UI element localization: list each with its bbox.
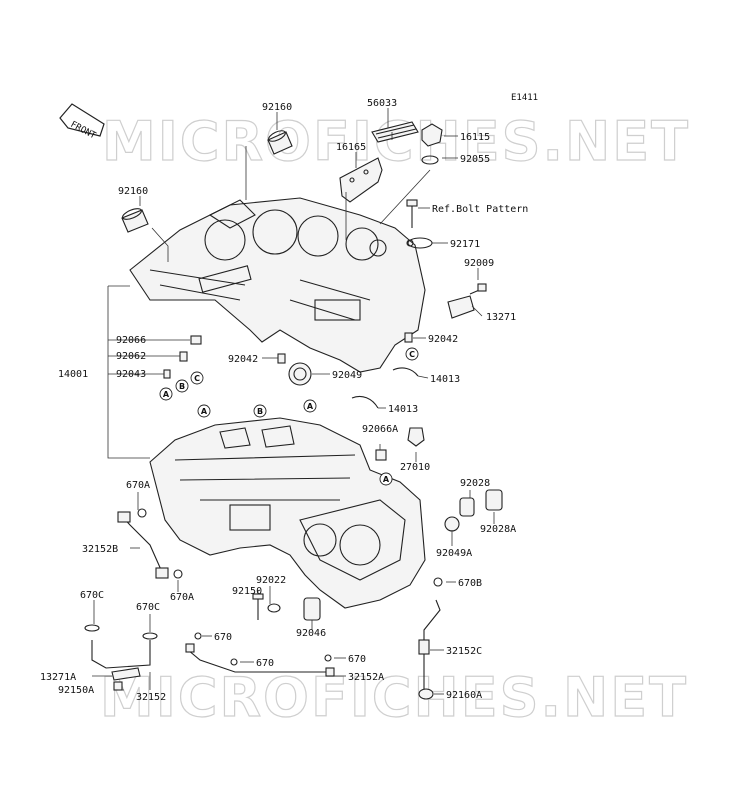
label-670-c: 670 <box>348 654 366 665</box>
svg-text:B: B <box>257 407 263 416</box>
callout-a-lower-3: A <box>379 472 393 486</box>
pin-92066A <box>375 449 387 461</box>
svg-text:A: A <box>307 402 314 411</box>
label-13271A: 13271A <box>40 672 76 683</box>
pin-92066 <box>190 335 202 345</box>
label-27010: 27010 <box>400 462 430 473</box>
callout-a-top: A <box>159 387 173 401</box>
leader-lines <box>92 108 495 695</box>
callout-a-lower-1: A <box>197 404 211 418</box>
label-92009: 92009 <box>464 258 494 269</box>
pin-92043 <box>163 369 171 379</box>
bushing-92046 <box>303 597 321 621</box>
bushing-92028 <box>459 497 475 517</box>
label-92066: 92066 <box>116 335 146 346</box>
label-670A-top: 670A <box>126 480 150 491</box>
label-ref-bolt-pattern: Ref.Bolt Pattern <box>432 204 528 215</box>
oil-pipe-32152 <box>84 624 158 691</box>
svg-text:A: A <box>383 475 390 484</box>
label-14001: 14001 <box>58 369 88 380</box>
upper-crankcase <box>129 197 426 373</box>
oil-pipe-32152C <box>418 577 443 700</box>
label-92028A: 92028A <box>480 524 516 535</box>
breather-cover <box>339 157 383 203</box>
watermark-bottom: MICROFICHES.NET <box>100 666 688 729</box>
bolt-92150 <box>252 593 264 620</box>
label-32152C: 32152C <box>446 646 482 657</box>
label-92043: 92043 <box>116 369 146 380</box>
label-32152A: 32152A <box>348 672 384 683</box>
svg-text:A: A <box>201 407 208 416</box>
label-92028: 92028 <box>460 478 490 489</box>
oil-filler-cap <box>421 123 443 165</box>
bushing-92028A <box>485 489 503 511</box>
label-92160A: 92160A <box>446 690 482 701</box>
label-92160-top: 92160 <box>262 102 292 113</box>
label-32152B: 32152B <box>82 544 118 555</box>
plate-13271 <box>447 283 487 319</box>
callout-b-lower: B <box>253 404 267 418</box>
label-92042-right: 92042 <box>428 334 458 345</box>
svg-text:B: B <box>179 382 185 391</box>
label-92022: 92022 <box>256 575 286 586</box>
bearing-14013-b <box>351 395 379 409</box>
oil-pipe-32152A <box>185 632 335 677</box>
label-92046: 92046 <box>296 628 326 639</box>
label-92055: 92055 <box>460 154 490 165</box>
label-92150A: 92150A <box>58 685 94 696</box>
label-14013-mid: 14013 <box>388 404 418 415</box>
label-16165: 16165 <box>336 142 366 153</box>
bushing-92160-top <box>267 130 293 155</box>
label-92066A: 92066A <box>362 424 398 435</box>
pin-92042-a <box>277 353 286 364</box>
ref-bolt <box>406 199 418 228</box>
label-92160-left: 92160 <box>118 186 148 197</box>
oil-seal-92049A <box>444 516 460 532</box>
label-32152: 32152 <box>136 692 166 703</box>
callout-b-top: B <box>175 379 189 393</box>
watermark-top: MICROFICHES.NET <box>102 110 690 173</box>
callout-c-top: C <box>190 371 204 385</box>
svg-text:C: C <box>194 374 200 383</box>
oil-seal-92049 <box>288 362 312 386</box>
label-92049: 92049 <box>332 370 362 381</box>
label-13271: 13271 <box>486 312 516 323</box>
gasket-strip <box>371 121 419 143</box>
label-670A-bottom: 670A <box>170 592 194 603</box>
label-670-b: 670 <box>256 658 274 669</box>
label-92042-left: 92042 <box>228 354 258 365</box>
lower-crankcase <box>149 417 426 609</box>
bearing-14013-a <box>392 367 419 377</box>
part-labels: 92160 56033 16115 16165 92055 92160 Ref.… <box>40 98 528 703</box>
label-670B: 670B <box>458 578 482 589</box>
label-92150: 92150 <box>232 586 262 597</box>
label-670-a: 670 <box>214 632 232 643</box>
pin-92042-b <box>404 332 413 343</box>
label-56033: 56033 <box>367 98 397 109</box>
washer-92022 <box>267 603 281 613</box>
callout-letters: C B A C A B A A <box>159 347 419 486</box>
pin-92062 <box>179 351 188 362</box>
label-14013-right: 14013 <box>430 374 460 385</box>
callout-a-lower-2: A <box>303 399 317 413</box>
label-670C-left: 670C <box>80 590 104 601</box>
svg-text:A: A <box>163 390 170 399</box>
label-16115: 16115 <box>460 132 490 143</box>
bushing-92160-left <box>121 208 149 233</box>
callout-c-right: C <box>405 347 419 361</box>
svg-text:C: C <box>409 350 415 359</box>
front-arrow-icon: FRONT <box>59 103 105 142</box>
label-670C-right: 670C <box>136 602 160 613</box>
label-92049A: 92049A <box>436 548 472 559</box>
label-92171: 92171 <box>450 239 480 250</box>
plug-27010 <box>407 427 425 447</box>
oil-pipe-32152B <box>117 508 183 579</box>
diagram-code: E1411 <box>511 93 538 103</box>
label-92062: 92062 <box>116 351 146 362</box>
